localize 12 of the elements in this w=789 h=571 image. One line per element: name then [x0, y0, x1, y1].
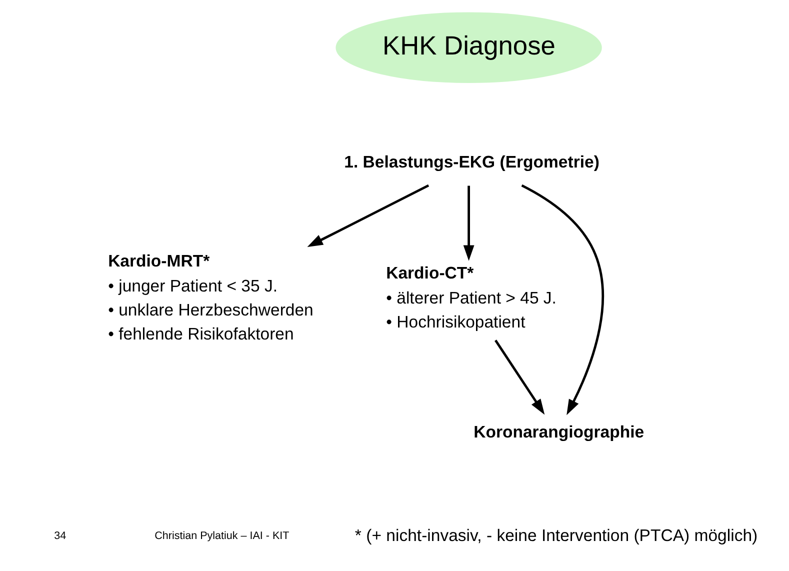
node-text: Kardio-MRT* • junger Patient < 35 J. • unklare Herzbeschwerden • fehlende Risikofaktoren	[108, 252, 314, 344]
arrow	[494, 340, 545, 415]
label: 34	[54, 530, 66, 542]
node-text: Koronarangiographie	[474, 422, 644, 442]
label: * (+ nicht-invasiv, - keine Intervention (PTCA) möglich)	[354, 526, 758, 545]
arrow	[463, 186, 474, 261]
arrow	[521, 184, 604, 416]
node-text: Kardio-CT* • älterer Patient > 45 J. • Hochrisikopatient	[386, 264, 556, 332]
arrow	[307, 184, 430, 247]
node-text: 1. Belastungs-EKG (Ergometrie)	[344, 152, 600, 172]
label: Christian Pylatiuk – IAI - KIT	[154, 530, 290, 542]
node-ellipse: KHK Diagnose	[336, 12, 602, 83]
